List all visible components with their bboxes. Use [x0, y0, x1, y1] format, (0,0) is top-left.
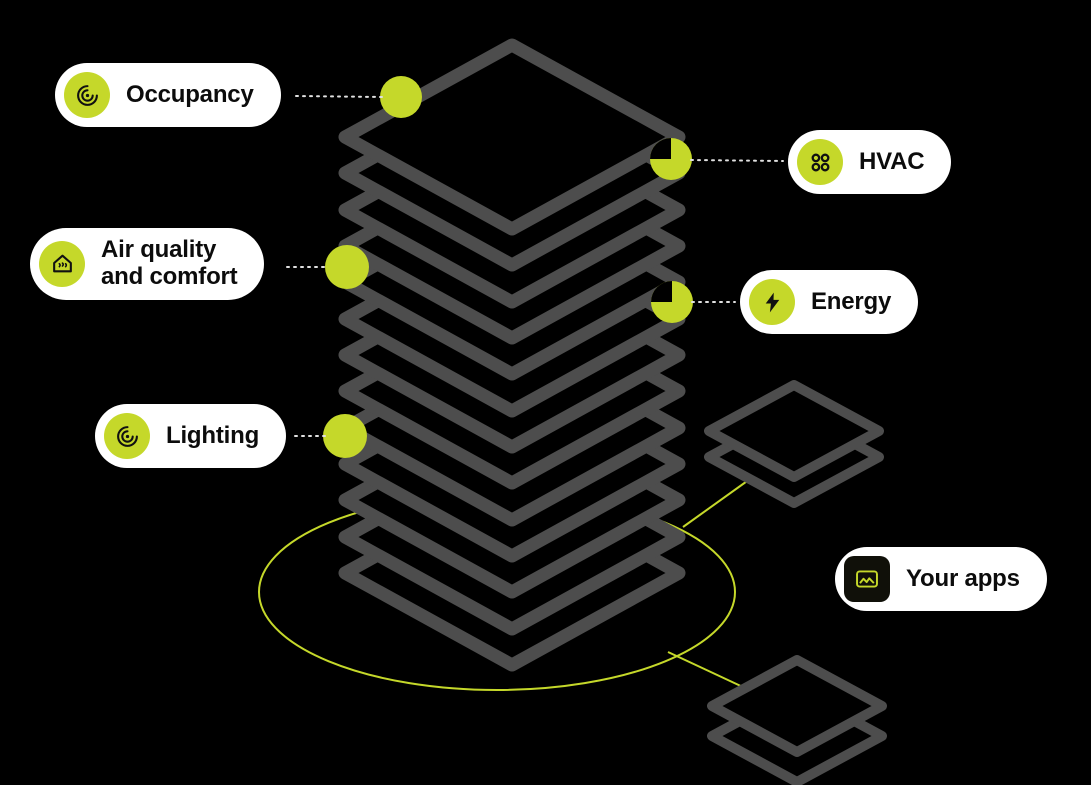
occupancy-dot: [380, 76, 422, 118]
hvac-label-text: HVAC: [859, 148, 925, 175]
lighting-label: Lighting: [95, 404, 287, 468]
hvac-label: HVAC: [788, 130, 952, 194]
label-connector-lines: [286, 95, 784, 437]
energy-label-text: Energy: [811, 288, 892, 315]
your-apps-label-text: Your apps: [906, 565, 1020, 592]
app-stack-top: [709, 385, 879, 503]
app-connector-lines: [667, 478, 761, 696]
lighting-dot: [323, 414, 367, 458]
air-quality-label-text: Air quality and comfort: [101, 236, 238, 291]
occupancy-label-text: Occupancy: [126, 81, 254, 108]
occupancy-connector: [295, 95, 383, 98]
occupancy-label: Occupancy: [55, 63, 281, 127]
hvac-connector: [690, 159, 784, 162]
your-apps-label: Your apps: [835, 547, 1047, 611]
energy-label: Energy: [740, 270, 919, 334]
air-quality-label-line2: and comfort: [101, 262, 238, 290]
building-tower: [345, 45, 679, 665]
air-quality-dot: [325, 245, 369, 289]
hvac-dot-notch: [650, 138, 671, 159]
lighting-rings-icon: [104, 413, 150, 459]
air-quality-house-icon: [39, 240, 85, 287]
air-quality-label: Air quality and comfort: [30, 228, 265, 300]
app-stack-bottom: [712, 660, 882, 782]
energy-bolt-icon: [749, 279, 795, 325]
energy-dot-notch: [651, 281, 672, 302]
occupancy-rings-icon: [64, 72, 110, 118]
air-quality-label-line1: Air quality: [101, 236, 217, 263]
hvac-vents-icon: [797, 139, 843, 185]
your-apps-image-icon: [844, 556, 890, 602]
app-connector-top: [682, 478, 751, 528]
connection-dots: [323, 76, 693, 458]
lighting-label-text: Lighting: [166, 422, 260, 449]
